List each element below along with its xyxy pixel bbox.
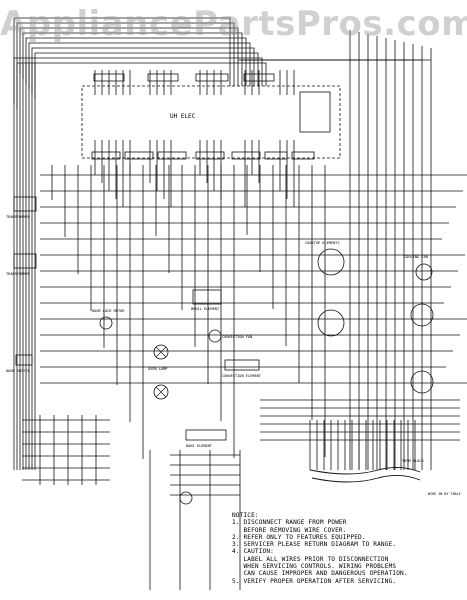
- control-board-outline: [81, 85, 341, 159]
- wire-network: [13, 17, 467, 590]
- svg-text:TERM BLOCK: TERM BLOCK: [402, 459, 424, 463]
- transformer-2: TRANSFORMER: [6, 253, 37, 276]
- convection-element: CONVECTION ELEMENT: [222, 359, 262, 378]
- terminal-block: TERM BLOCK WIRE IN BY TABLE: [309, 459, 461, 496]
- svg-text:COOLING FAN: COOLING FAN: [404, 255, 428, 259]
- transformer-1: TRANSFORMER: [6, 196, 37, 219]
- notice-line: 5. VERIFY PROPER OPERATION AFTER SERVICI…: [232, 577, 397, 585]
- broil-element: BROIL ELEMENT: [191, 289, 222, 311]
- cooling-fan: COOLING FAN: [404, 255, 433, 281]
- notice-line: CAN CAUSE IMPROPER AND DANGEROUS OPERATI…: [232, 570, 408, 578]
- oven-lamp-2-icon: [153, 384, 169, 400]
- notice-line: BEFORE REMOVING WIRE COVER.: [232, 526, 347, 534]
- door-switch: DOOR SWITCH: [6, 354, 33, 373]
- bake-element: BAKE ELEMENT: [185, 429, 227, 448]
- control-board-label: UH ELEC: [170, 113, 196, 120]
- svg-text:WIRE IN BY TABLE: WIRE IN BY TABLE: [428, 492, 461, 496]
- convection-fan-lower: [179, 491, 193, 505]
- svg-text:COOKTOP ELEMENTS: COOKTOP ELEMENTS: [305, 241, 340, 245]
- svg-text:DOOR LOCK MOTOR: DOOR LOCK MOTOR: [92, 309, 125, 313]
- notice-line: LABEL ALL WIRES PRIOR TO DISCONNECTION: [232, 555, 389, 563]
- oven-lamp-icon: OVEN LAMP: [148, 344, 169, 371]
- cooktop-element-4: [410, 370, 434, 394]
- cooktop-element-3: [410, 303, 434, 327]
- notice-line: 4. CAUTION:: [232, 548, 275, 556]
- svg-text:OVEN LAMP: OVEN LAMP: [148, 367, 167, 371]
- convection-fan-motor: CONVECTION FAN: [208, 329, 252, 343]
- svg-text:TRANSFORMER: TRANSFORMER: [6, 215, 31, 219]
- notice-line: 1. DISCONNECT RANGE FROM POWER: [232, 519, 347, 527]
- notice-block: NOTICE: 1. DISCONNECT RANGE FROM POWER B…: [232, 512, 464, 585]
- svg-text:CONVECTION ELEMENT: CONVECTION ELEMENT: [222, 374, 262, 378]
- keypad-connector: [299, 91, 331, 133]
- notice-line: WHEN SERVICING CONTROLS. WIRING PROBLEMS: [232, 563, 397, 571]
- cooktop-element-2: [317, 309, 345, 337]
- svg-text:BAKE ELEMENT: BAKE ELEMENT: [186, 444, 213, 448]
- svg-text:TRANSFORMER: TRANSFORMER: [6, 272, 31, 276]
- notice-line: 3. SERVICER PLEASE RETURN DIAGRAM TO RAN…: [232, 541, 397, 549]
- svg-text:BROIL ELEMENT: BROIL ELEMENT: [191, 307, 220, 311]
- svg-text:DOOR SWITCH: DOOR SWITCH: [6, 369, 30, 373]
- svg-text:CONVECTION FAN: CONVECTION FAN: [222, 335, 252, 339]
- notice-line: 2. REFER ONLY TO FEATURES EQUIPPED.: [232, 533, 366, 541]
- notice-title: NOTICE:: [232, 512, 259, 519]
- cooktop-element-1: COOKTOP ELEMENTS: [305, 241, 345, 276]
- door-lock-motor: DOOR LOCK MOTOR: [92, 309, 125, 330]
